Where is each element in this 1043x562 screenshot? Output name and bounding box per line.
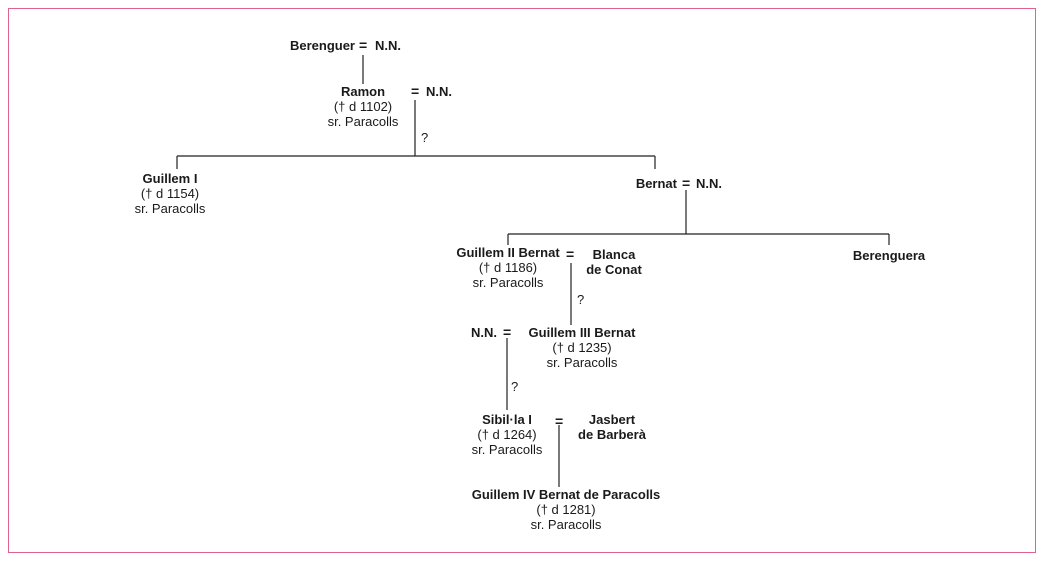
- marriage-symbol: =: [682, 175, 691, 191]
- marriage-symbol: =: [503, 324, 512, 340]
- person-jasbert-de-barbera: Jasbert de Barberà: [568, 412, 656, 442]
- lordship-title: sr. Paracolls: [471, 442, 543, 457]
- uncertain-mark: ?: [421, 130, 429, 145]
- lordship-title: sr. Paracolls: [546, 355, 618, 370]
- person-nn-2: N.N.: [426, 84, 452, 99]
- person-sibilla-i: Sibil·la I († d 1264) sr. Paracolls: [447, 412, 567, 457]
- person-guillem-ii-bernat: Guillem II Bernat († d 1186) sr. Paracol…: [438, 245, 578, 290]
- person-nn-1: N.N.: [375, 38, 401, 53]
- person-name: Jasbert: [588, 412, 636, 427]
- death-date: († d 1235): [552, 340, 612, 355]
- person-nn-4: N.N.: [471, 325, 497, 340]
- death-date: († d 1154): [140, 186, 200, 201]
- death-date: († d 1186): [478, 260, 538, 275]
- death-date: († d 1281): [536, 502, 596, 517]
- person-guillem-iii-bernat: Guillem III Bernat († d 1235) sr. Paraco…: [512, 325, 652, 370]
- person-name: Guillem I: [142, 171, 198, 186]
- person-name: Sibil·la I: [482, 412, 532, 427]
- death-date: († d 1264): [477, 427, 537, 442]
- person-name: Guillem III Bernat: [528, 325, 636, 340]
- lordship-title: sr. Paracolls: [134, 201, 206, 216]
- marriage-symbol: =: [411, 83, 420, 99]
- person-ramon: Ramon († d 1102) sr. Paracolls: [298, 84, 428, 129]
- lordship-title: sr. Paracolls: [530, 517, 602, 532]
- uncertain-mark: ?: [511, 379, 519, 394]
- marriage-symbol: =: [566, 246, 575, 262]
- lordship-title: sr. Paracolls: [472, 275, 544, 290]
- lordship-title: sr. Paracolls: [327, 114, 399, 129]
- person-bernat: Bernat: [635, 176, 677, 191]
- person-berenguera: Berenguera: [852, 248, 926, 263]
- person-name: Guillem IV Bernat de Paracolls: [471, 487, 661, 502]
- marriage-symbol: =: [359, 37, 368, 53]
- person-guillem-i: Guillem I († d 1154) sr. Paracolls: [102, 171, 238, 216]
- diagram-frame: [8, 8, 1036, 553]
- person-name: Guillem II Bernat: [456, 245, 560, 260]
- person-blanca-de-conat: Blanca de Conat: [578, 247, 650, 277]
- person-name: Ramon: [340, 84, 386, 99]
- person-name-line2: de Conat: [586, 262, 642, 277]
- uncertain-mark: ?: [577, 292, 585, 307]
- person-berenguer: Berenguer: [289, 38, 355, 53]
- marriage-symbol: =: [555, 413, 564, 429]
- person-name-line2: de Barberà: [578, 427, 646, 442]
- person-nn-3: N.N.: [696, 176, 722, 191]
- person-name: Blanca: [592, 247, 636, 262]
- death-date: († d 1102): [333, 99, 393, 114]
- person-guillem-iv-bernat: Guillem IV Bernat de Paracolls († d 1281…: [446, 487, 686, 532]
